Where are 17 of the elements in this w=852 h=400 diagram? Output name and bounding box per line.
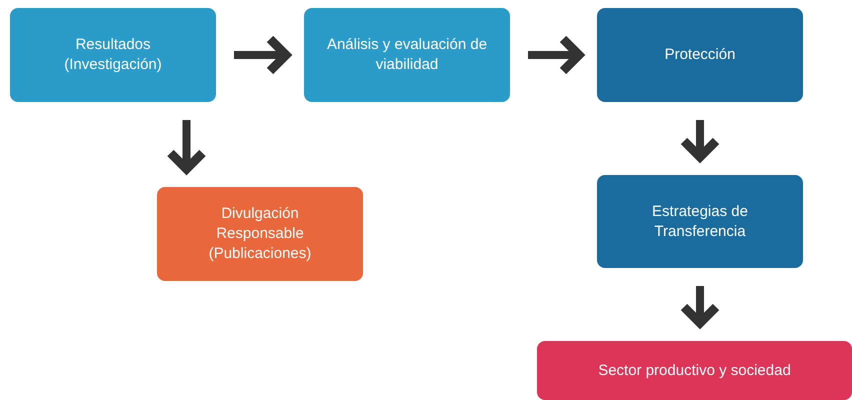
box-label: Estrategias de Transferencia [651,202,749,242]
process-box [157,187,363,281]
arrow [680,120,720,162]
process-box [597,175,803,268]
box-label: Análisis y evaluación de viabilidad [326,35,488,75]
box-label: Divulgación Responsable (Publicaciones) [208,204,312,264]
process-box [597,8,803,102]
arrow [680,286,720,328]
process-box [537,341,852,400]
arrow [234,34,290,76]
box-label: Protección [664,45,736,65]
arrow [166,120,207,174]
arrow [528,34,584,76]
process-box [304,8,510,102]
box-label: Resultados (Investigación) [63,35,163,75]
box-label: Sector productivo y sociedad [598,360,791,380]
process-box [10,8,216,102]
